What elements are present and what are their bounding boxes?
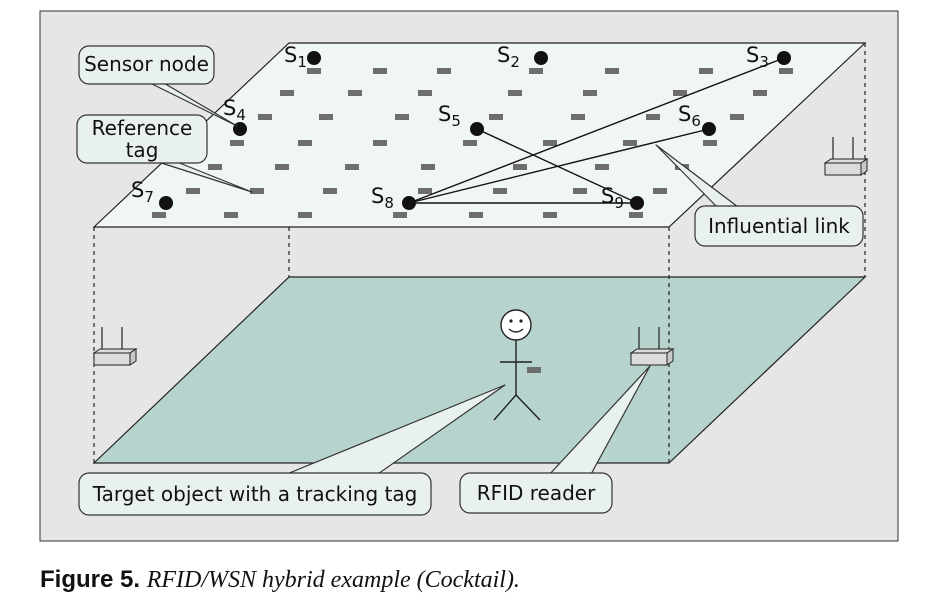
reference-tag [573, 188, 587, 194]
figure-label: Figure 5. [40, 566, 141, 593]
sensor-node-s6 [702, 122, 716, 136]
sensor-node-label-s4: S4 [223, 96, 246, 124]
reference-tag [280, 90, 294, 96]
reference-tag [393, 212, 407, 218]
reference-tag [418, 90, 432, 96]
reference-tag [571, 114, 585, 120]
reference-tag [421, 164, 435, 170]
sensor-node-s9 [630, 196, 644, 210]
figure-caption: Figure 5. RFID/WSN hybrid example (Cockt… [40, 560, 910, 600]
reference-tag [258, 114, 272, 120]
reference-tag [152, 212, 166, 218]
reference-tag [543, 212, 557, 218]
callout-influential-link-text: Influential link [708, 214, 850, 238]
callout-rfid-reader-text: RFID reader [477, 481, 596, 505]
reference-tag [250, 188, 264, 194]
reference-tag [469, 212, 483, 218]
sensor-node-s7 [159, 196, 173, 210]
reference-tag [529, 68, 543, 74]
sensor-node-s3 [777, 51, 791, 65]
reference-tag [230, 140, 244, 146]
sensor-node-s4 [233, 122, 247, 136]
callout-reference-tag-line2: tag [126, 138, 159, 162]
reference-tag [298, 140, 312, 146]
sensor-node-label-s9: S9 [601, 184, 624, 212]
reference-tag [779, 68, 793, 74]
sensor-node-label-s8: S8 [371, 184, 394, 212]
callout-reference-tag-line1: Reference [92, 116, 193, 140]
sensor-node-label-s3: S3 [746, 43, 769, 71]
sensor-node-s5 [470, 122, 484, 136]
reference-tag [730, 114, 744, 120]
sensor-node-label-s2: S2 [497, 43, 520, 71]
sensor-node-s2 [534, 51, 548, 65]
reference-tag [629, 212, 643, 218]
reference-tag [489, 114, 503, 120]
reference-tag [319, 114, 333, 120]
reference-tag [493, 188, 507, 194]
reference-tag [373, 68, 387, 74]
reference-tag [508, 90, 522, 96]
reference-tag [348, 90, 362, 96]
reference-tag [703, 140, 717, 146]
callout-target-object-text: Target object with a tracking tag [92, 482, 418, 506]
reference-tag [298, 212, 312, 218]
influential-links [408, 57, 785, 204]
reference-tag [437, 68, 451, 74]
tracking-tag [527, 367, 541, 373]
reference-tag [673, 90, 687, 96]
reference-tag [513, 164, 527, 170]
rfid-reader-icon [629, 327, 675, 366]
sensor-node-label-s5: S5 [438, 102, 461, 130]
callout-influential-link: Influential link [655, 144, 864, 247]
vertical-dashed-lines [93, 43, 866, 463]
reference-tag [623, 140, 637, 146]
callout-sensor-node: Sensor node [78, 45, 238, 127]
reference-tags [152, 68, 793, 218]
sensor-node-label-s7: S7 [131, 178, 154, 206]
stick-figure-icon [493, 309, 541, 421]
callout-target-object: Target object with a tracking tag [78, 384, 506, 516]
reference-tag [583, 90, 597, 96]
reference-tag [463, 140, 477, 146]
reference-tag [653, 188, 667, 194]
callout-rfid-reader: RFID reader [459, 365, 651, 514]
reference-tag [373, 140, 387, 146]
callout-reference-tag: Reference tag [76, 114, 253, 193]
reference-tag [595, 164, 609, 170]
reference-tag [208, 164, 222, 170]
reference-tag [323, 188, 337, 194]
figure-caption-text: RFID/WSN hybrid example (Cocktail). [146, 567, 520, 593]
reference-tag [418, 188, 432, 194]
sensor-node-label-s6: S6 [678, 102, 701, 130]
sensor-nodes [159, 51, 791, 210]
reference-tag [753, 90, 767, 96]
reference-tag [699, 68, 713, 74]
sensor-node-s8 [402, 196, 416, 210]
reference-tag [543, 140, 557, 146]
rfid-reader-icon [823, 137, 869, 176]
reference-tag [395, 114, 409, 120]
rfid-reader-icon [92, 327, 138, 366]
reference-tag [605, 68, 619, 74]
reference-tag [646, 114, 660, 120]
sensor-node-s1 [307, 51, 321, 65]
reference-tag [275, 164, 289, 170]
reference-tag [186, 188, 200, 194]
sensor-node-label-s1: S1 [284, 43, 307, 71]
reference-tag [307, 68, 321, 74]
callout-sensor-node-text: Sensor node [84, 52, 209, 76]
reference-tag [345, 164, 359, 170]
reference-tag [224, 212, 238, 218]
